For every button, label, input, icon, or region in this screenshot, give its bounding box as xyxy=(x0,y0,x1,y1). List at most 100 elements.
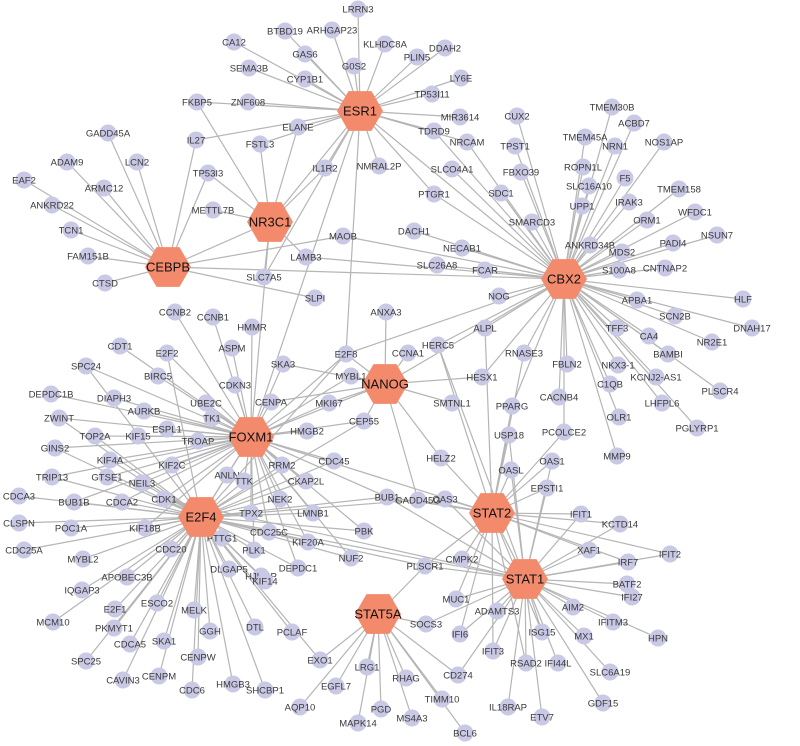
gene-node-cd274[interactable]: CD274 xyxy=(443,666,473,684)
gene-node-mki67[interactable]: MKI67 xyxy=(315,394,343,412)
hub-node-foxm1[interactable]: FOXM1 xyxy=(228,417,274,457)
gene-node-aqp10[interactable]: AQP10 xyxy=(285,698,316,716)
gene-node-e2f8[interactable]: E2F8 xyxy=(335,345,358,363)
gene-node-pbk[interactable]: PBK xyxy=(354,522,374,540)
gene-node-bub1[interactable]: BUB1 xyxy=(375,488,400,506)
gene-node-ckap2l[interactable]: CKAP2L xyxy=(288,472,324,490)
gene-node-tpst1[interactable]: TPST1 xyxy=(500,137,530,155)
gene-node-acbd7[interactable]: ACBD7 xyxy=(618,114,650,132)
gene-node-pclaf[interactable]: PCLAF xyxy=(277,623,308,641)
gene-node-cacnb4[interactable]: CACNB4 xyxy=(540,388,579,406)
gene-node-ifi44l[interactable]: IFI44L xyxy=(545,654,572,672)
gene-node-cyp1b1[interactable]: CYP1B1 xyxy=(287,70,323,88)
gene-node-aim2[interactable]: AIM2 xyxy=(562,598,584,616)
gene-node-tpx2[interactable]: TPX2 xyxy=(239,504,263,522)
gene-node-slc16a10[interactable]: SLC16A10 xyxy=(566,177,612,195)
gene-node-ccna1[interactable]: CCNA1 xyxy=(392,344,424,362)
gene-node-ifi6[interactable]: IFI6 xyxy=(451,625,469,643)
gene-node-irf7[interactable]: IRF7 xyxy=(618,553,639,571)
gene-node-helz2[interactable]: HELZ2 xyxy=(426,449,456,467)
gene-node-slc26a8[interactable]: SLC26A8 xyxy=(417,256,458,274)
gene-node-ttk[interactable]: TTK xyxy=(235,472,254,490)
gene-node-pgd[interactable]: PGD xyxy=(371,700,392,718)
gene-node-rrm2[interactable]: RRM2 xyxy=(269,456,296,474)
gene-node-lhfpl6[interactable]: LHFPL6 xyxy=(645,394,680,412)
gene-node-spc25[interactable]: SPC25 xyxy=(71,652,101,670)
gene-node-depdc1[interactable]: DEPDC1 xyxy=(279,559,318,577)
gene-node-e2f1[interactable]: E2F1 xyxy=(104,600,127,618)
gene-node-fcar[interactable]: FCAR xyxy=(472,261,498,279)
gene-node-tff3[interactable]: TFF3 xyxy=(606,319,629,337)
gene-node-timm10[interactable]: TIMM10 xyxy=(425,690,460,708)
gene-node-cdk1[interactable]: CDK1 xyxy=(151,490,177,508)
gene-node-s100a8[interactable]: S100A8 xyxy=(602,261,636,279)
gene-node-ggh[interactable]: GGH xyxy=(199,622,221,640)
gene-node-oas3[interactable]: OAS3 xyxy=(432,490,458,508)
gene-node-rsad2[interactable]: RSAD2 xyxy=(510,654,542,672)
gene-node-top2a[interactable]: TOP2A xyxy=(80,427,112,445)
gene-node-anln[interactable]: ANLN xyxy=(214,466,240,484)
gene-node-plscr4[interactable]: PLSCR4 xyxy=(702,382,739,400)
gene-node-tmem30b[interactable]: TMEM30B xyxy=(590,98,635,116)
gene-node-sema3b[interactable]: SEMA3B xyxy=(230,59,269,77)
gene-node-tp53i11[interactable]: TP53I11 xyxy=(414,85,450,103)
gene-node-padi4[interactable]: PADI4 xyxy=(660,234,687,252)
gene-node-ska1[interactable]: SKA1 xyxy=(152,632,176,650)
gene-node-cep55[interactable]: CEP55 xyxy=(349,412,379,430)
gene-node-cenpm[interactable]: CENPM xyxy=(142,667,176,685)
gene-node-ska3[interactable]: SKA3 xyxy=(271,355,295,373)
gene-node-gadd45a[interactable]: GADD45A xyxy=(86,124,131,142)
gene-node-ptgr1[interactable]: PTGR1 xyxy=(418,185,450,203)
gene-node-ifitm3[interactable]: IFITM3 xyxy=(598,613,628,631)
gene-node-melk[interactable]: MELK xyxy=(181,601,208,619)
gene-node-aspm[interactable]: ASPM xyxy=(219,339,246,357)
gene-node-mmp9[interactable]: MMP9 xyxy=(603,447,631,465)
gene-node-spc24[interactable]: SPC24 xyxy=(71,357,101,375)
gene-node-kcnj2-as1[interactable]: KCNJ2-AS1 xyxy=(630,368,682,386)
gene-node-rnase3[interactable]: RNASE3 xyxy=(505,344,543,362)
gene-node-lmnb1[interactable]: LMNB1 xyxy=(297,504,329,522)
gene-node-epsti1[interactable]: EPSTI1 xyxy=(531,479,564,497)
gene-node-nrn1[interactable]: NRN1 xyxy=(602,137,628,155)
gene-node-ifit3[interactable]: IFIT3 xyxy=(482,642,504,660)
gene-node-plscr1[interactable]: PLSCR1 xyxy=(407,557,444,575)
gene-node-fbln2[interactable]: FBLN2 xyxy=(552,355,582,373)
gene-node-orm1[interactable]: ORM1 xyxy=(633,211,661,229)
gene-node-etv7[interactable]: ETV7 xyxy=(530,708,554,726)
gene-node-espl1[interactable]: ESPL1 xyxy=(152,420,182,438)
gene-node-slc6a19[interactable]: SLC6A19 xyxy=(590,663,631,681)
gene-node-ankrd22[interactable]: ANKRD22 xyxy=(30,196,74,214)
gene-node-hmmr[interactable]: HMMR xyxy=(237,318,267,336)
gene-node-pparg[interactable]: PPARG xyxy=(496,397,529,415)
gene-node-cenpw[interactable]: CENPW xyxy=(180,648,216,666)
gene-node-fbxo39[interactable]: FBXO39 xyxy=(503,163,539,181)
gene-node-nsun7[interactable]: NSUN7 xyxy=(701,226,733,244)
gene-node-il27[interactable]: IL27 xyxy=(187,131,206,149)
gene-node-e2f2[interactable]: E2F2 xyxy=(156,344,179,362)
gene-node-socs3[interactable]: SOCS3 xyxy=(410,615,442,633)
gene-node-bub1b[interactable]: BUB1B xyxy=(58,493,90,511)
gene-node-hesx1[interactable]: HESX1 xyxy=(466,368,498,386)
gene-node-adam9[interactable]: ADAM9 xyxy=(51,153,84,171)
gene-node-apba1[interactable]: APBA1 xyxy=(622,291,653,309)
gene-node-depdc1b[interactable]: DEPDC1B xyxy=(29,385,74,403)
gene-node-irak3[interactable]: IRAK3 xyxy=(615,193,643,211)
gene-node-iqgap3[interactable]: IQGAP3 xyxy=(64,581,100,599)
gene-node-f5[interactable]: F5 xyxy=(616,169,634,187)
gene-node-kctd14[interactable]: KCTD14 xyxy=(602,515,638,533)
gene-node-cavin3[interactable]: CAVIN3 xyxy=(106,671,140,689)
gene-node-apobec3b[interactable]: APOBEC3B xyxy=(101,568,153,586)
gene-node-mybl2[interactable]: MYBL2 xyxy=(67,550,99,568)
gene-node-usp18[interactable]: USP18 xyxy=(494,426,524,444)
gene-node-cntnap2[interactable]: CNTNAP2 xyxy=(643,259,687,277)
gene-node-cenpa[interactable]: CENPA xyxy=(255,393,288,411)
gene-node-herc5[interactable]: HERC5 xyxy=(422,336,454,354)
gene-node-olr1[interactable]: OLR1 xyxy=(607,408,632,426)
gene-node-plin5[interactable]: PLIN5 xyxy=(404,48,430,66)
gene-node-cdt1[interactable]: CDT1 xyxy=(108,337,133,355)
gene-node-scn2b[interactable]: SCN2B xyxy=(659,307,691,325)
gene-node-kif14[interactable]: KIF14 xyxy=(252,572,278,590)
gene-node-cdca2[interactable]: CDCA2 xyxy=(106,493,138,511)
gene-node-ca4[interactable]: CA4 xyxy=(640,327,658,345)
gene-node-kif2c[interactable]: KIF2C xyxy=(159,456,186,474)
